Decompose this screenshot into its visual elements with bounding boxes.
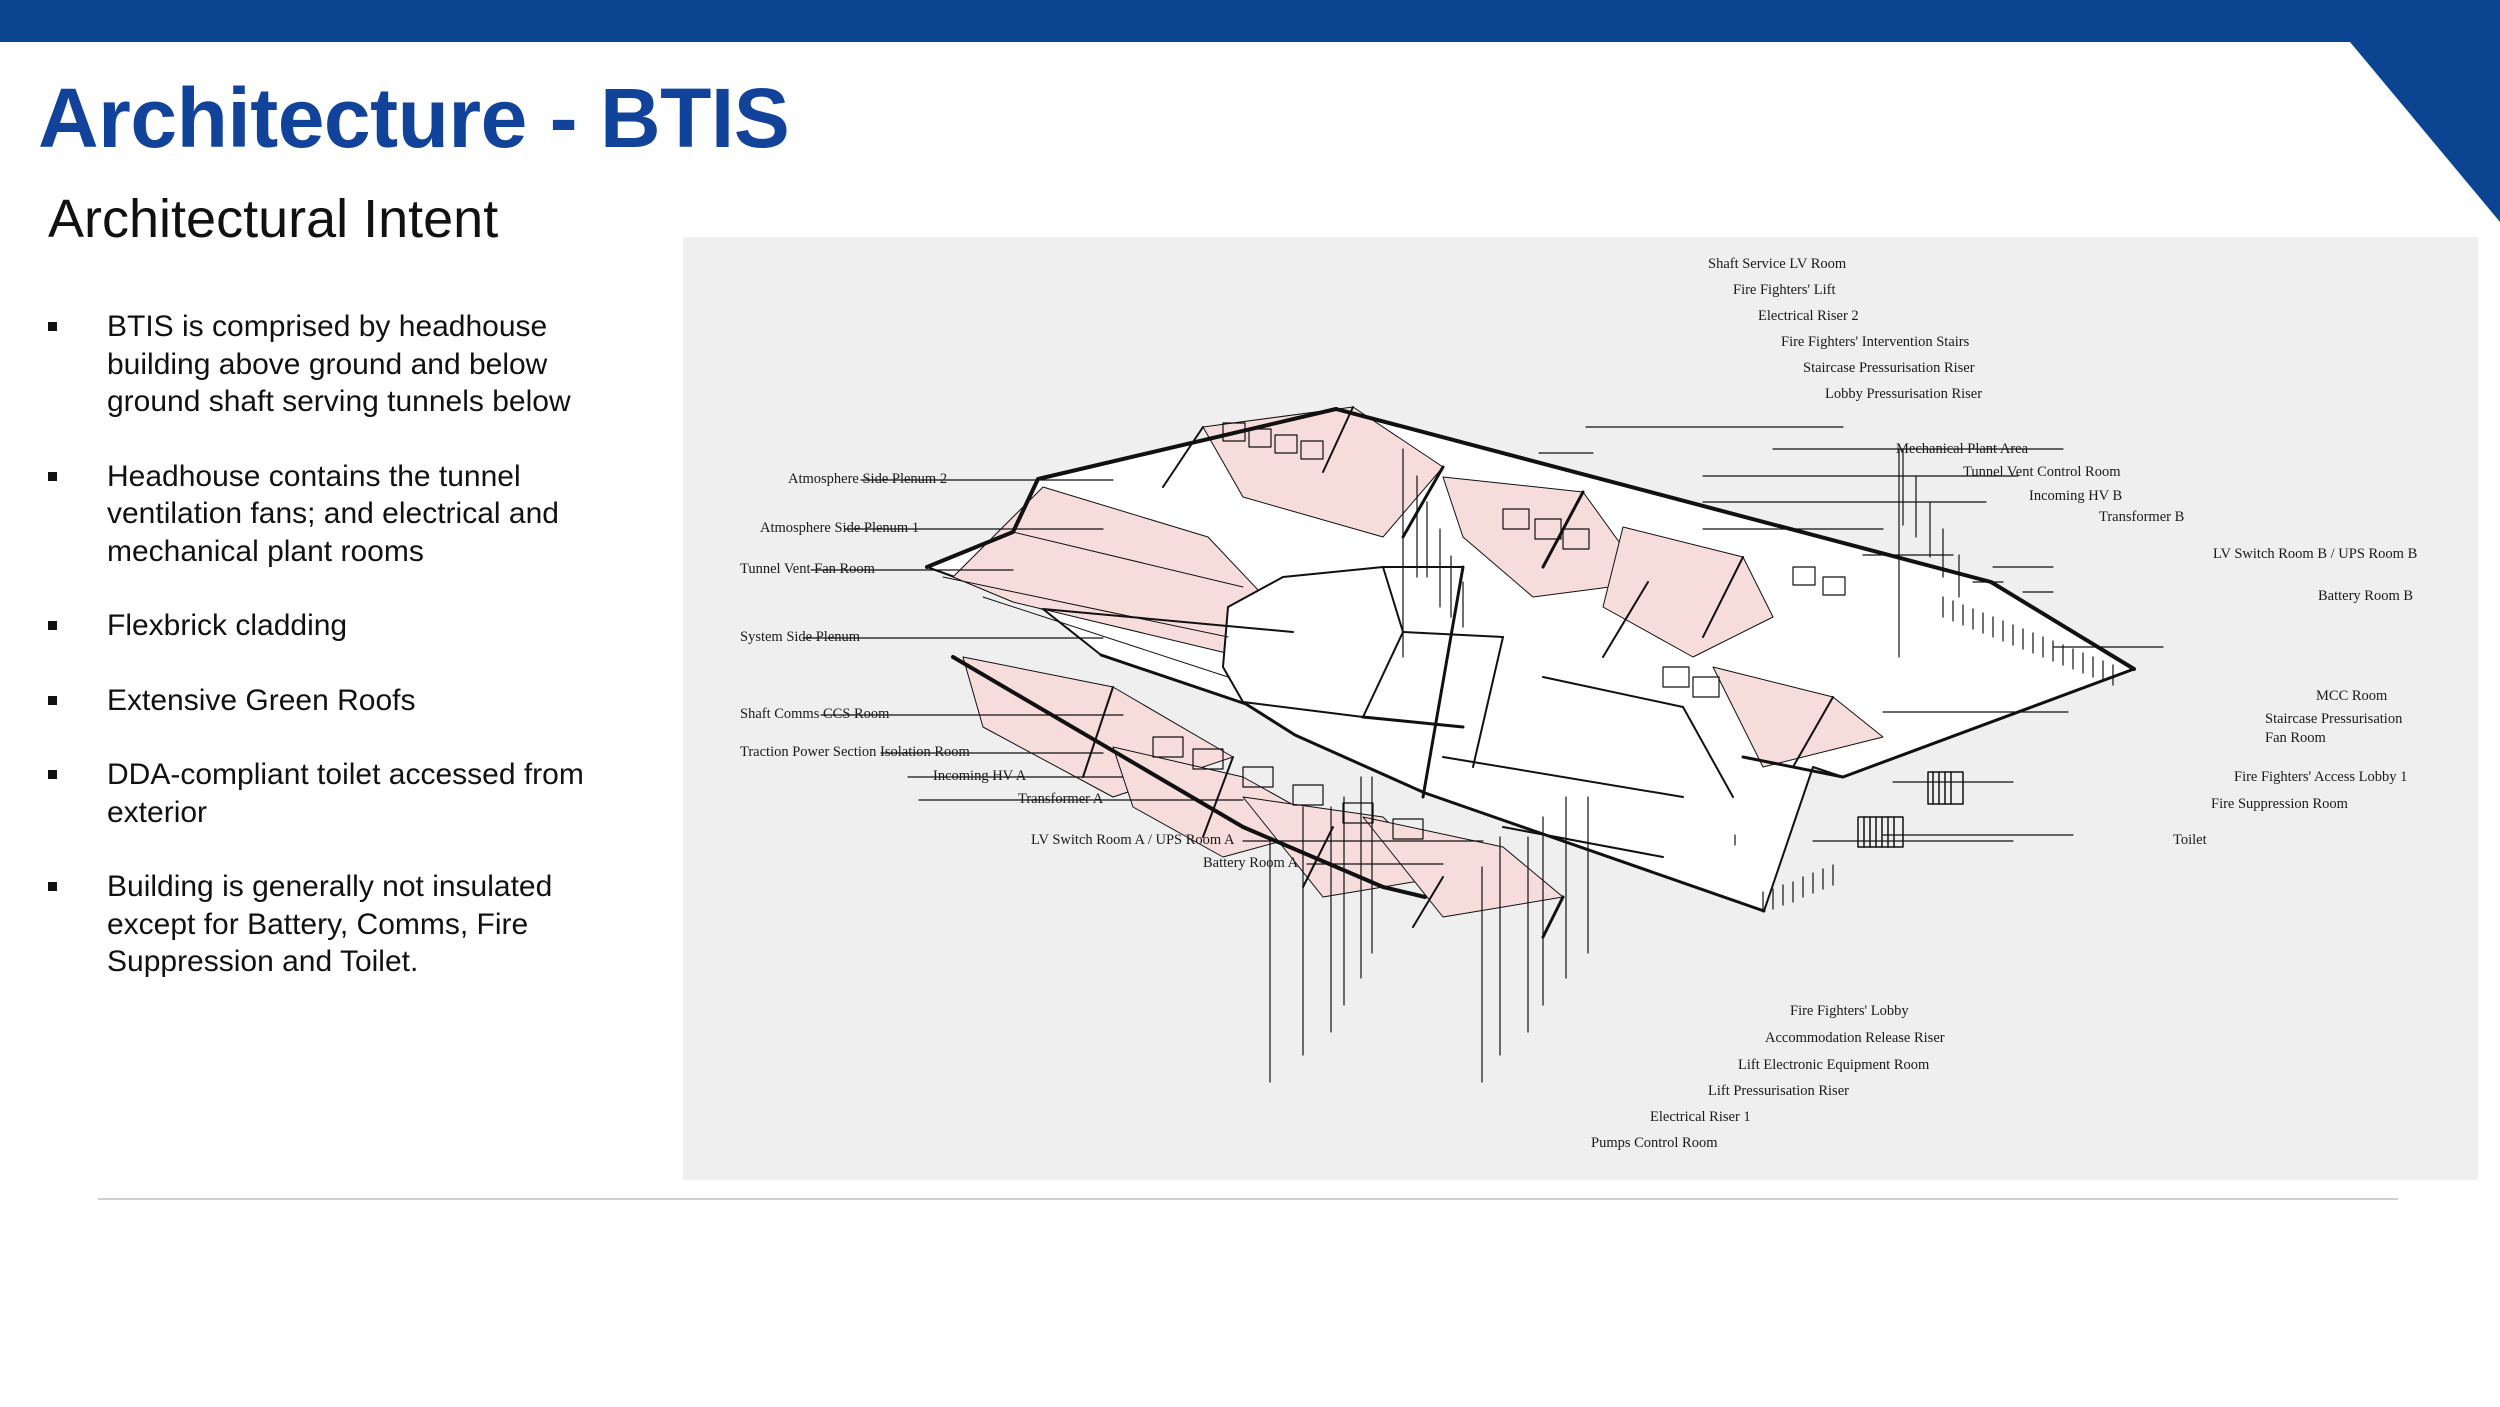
label-intervention-stairs: Fire Fighters' Intervention Stairs	[1781, 334, 1970, 350]
square-bullet-icon	[48, 882, 57, 891]
bullet-item: Building is generally not insulated exce…	[48, 868, 648, 981]
square-bullet-icon	[48, 770, 57, 779]
bullet-text: Building is generally not insulated exce…	[107, 870, 553, 978]
label-tunnel-vent-fan-room: Tunnel Vent Fan Room	[740, 561, 875, 577]
label-transformer-b: Transformer B	[2099, 509, 2185, 525]
square-bullet-icon	[48, 471, 57, 481]
square-bullet-icon	[48, 695, 57, 705]
label-lift-pressurisation-riser: Lift Pressurisation Riser	[1708, 1083, 1849, 1099]
label-electrical-riser-1: Electrical Riser 1	[1650, 1109, 1751, 1125]
corner-accent	[2350, 42, 2500, 222]
label-lv-switch-room-b: LV Switch Room B / UPS Room B	[2213, 546, 2418, 562]
bullet-text: Extensive Green Roofs	[107, 683, 416, 717]
label-tunnel-vent-control-room: Tunnel Vent Control Room	[1963, 464, 2121, 480]
label-lift-electronic-equipment-room: Lift Electronic Equipment Room	[1738, 1057, 1930, 1073]
label-shaft-comms-ccs-room: Shaft Comms CCS Room	[740, 706, 890, 722]
square-bullet-icon	[48, 621, 57, 630]
bullet-text: Flexbrick cladding	[107, 609, 348, 642]
bullet-item: Headhouse contains the tunnel ventilatio…	[48, 458, 648, 571]
label-atmosphere-side-plenum-2: Atmosphere Side Plenum 2	[788, 471, 948, 487]
slide-title: Architecture - BTIS	[38, 71, 790, 165]
header-bar	[0, 0, 2500, 42]
label-fire-fighters-lift: Fire Fighters' Lift	[1733, 282, 1836, 298]
square-bullet-icon	[48, 322, 57, 331]
bullet-list: BTIS is comprised by headhouse building …	[48, 308, 648, 1018]
label-mechanical-plant-area: Mechanical Plant Area	[1896, 441, 2029, 457]
bullet-text: Headhouse contains the tunnel ventilatio…	[107, 459, 559, 568]
label-fire-fighters-access-lobby-1: Fire Fighters' Access Lobby 1	[2234, 769, 2408, 785]
label-atmosphere-side-plenum-1: Atmosphere Side Plenum 1	[760, 520, 920, 536]
axonometric-floor-plan: Shaft Service LV Room Fire Fighters' Lif…	[683, 237, 2478, 1180]
label-mcc-room: MCC Room	[2316, 688, 2388, 704]
label-system-side-plenum: System Side Plenum	[740, 629, 861, 645]
label-incoming-hv-b: Incoming HV B	[2029, 488, 2123, 504]
label-accommodation-release-riser: Accommodation Release Riser	[1765, 1030, 1945, 1046]
label-staircase-pressurisation: Staircase Pressurisation	[2265, 711, 2403, 727]
label-lv-switch-room-a: LV Switch Room A / UPS Room A	[1031, 832, 1235, 848]
label-fire-suppression-room: Fire Suppression Room	[2211, 796, 2348, 812]
label-shaft-service-lv-room: Shaft Service LV Room	[1708, 256, 1847, 272]
label-staircase-pressurisation-riser: Staircase Pressurisation Riser	[1803, 360, 1975, 376]
label-transformer-a: Transformer A	[1018, 791, 1104, 807]
footer-divider	[98, 1198, 2398, 1200]
bullet-text: DDA-compliant toilet accessed from exter…	[107, 758, 584, 829]
bullet-item: Flexbrick cladding	[48, 607, 648, 645]
bullet-item: DDA-compliant toilet accessed from exter…	[48, 756, 648, 831]
label-pumps-control-room: Pumps Control Room	[1591, 1135, 1718, 1151]
bullet-item: BTIS is comprised by headhouse building …	[48, 308, 648, 421]
label-incoming-hv-a: Incoming HV A	[933, 768, 1027, 784]
label-fire-fighters-lobby: Fire Fighters' Lobby	[1790, 1003, 1909, 1019]
slide-subtitle: Architectural Intent	[48, 189, 499, 249]
label-lobby-pressurisation-riser: Lobby Pressurisation Riser	[1825, 386, 1983, 402]
building-drawing	[802, 406, 2164, 1083]
bullet-text: BTIS is comprised by headhouse building …	[107, 310, 571, 418]
label-battery-room-b: Battery Room B	[2318, 588, 2414, 604]
label-electrical-riser-2: Electrical Riser 2	[1758, 308, 1859, 324]
label-fan-room: Fan Room	[2265, 730, 2326, 746]
label-battery-room-a: Battery Room A	[1203, 855, 1299, 871]
label-toilet: Toilet	[2173, 832, 2207, 848]
bullet-item: Extensive Green Roofs	[48, 682, 648, 720]
label-traction-power-section-isolation: Traction Power Section Isolation Room	[740, 744, 970, 760]
